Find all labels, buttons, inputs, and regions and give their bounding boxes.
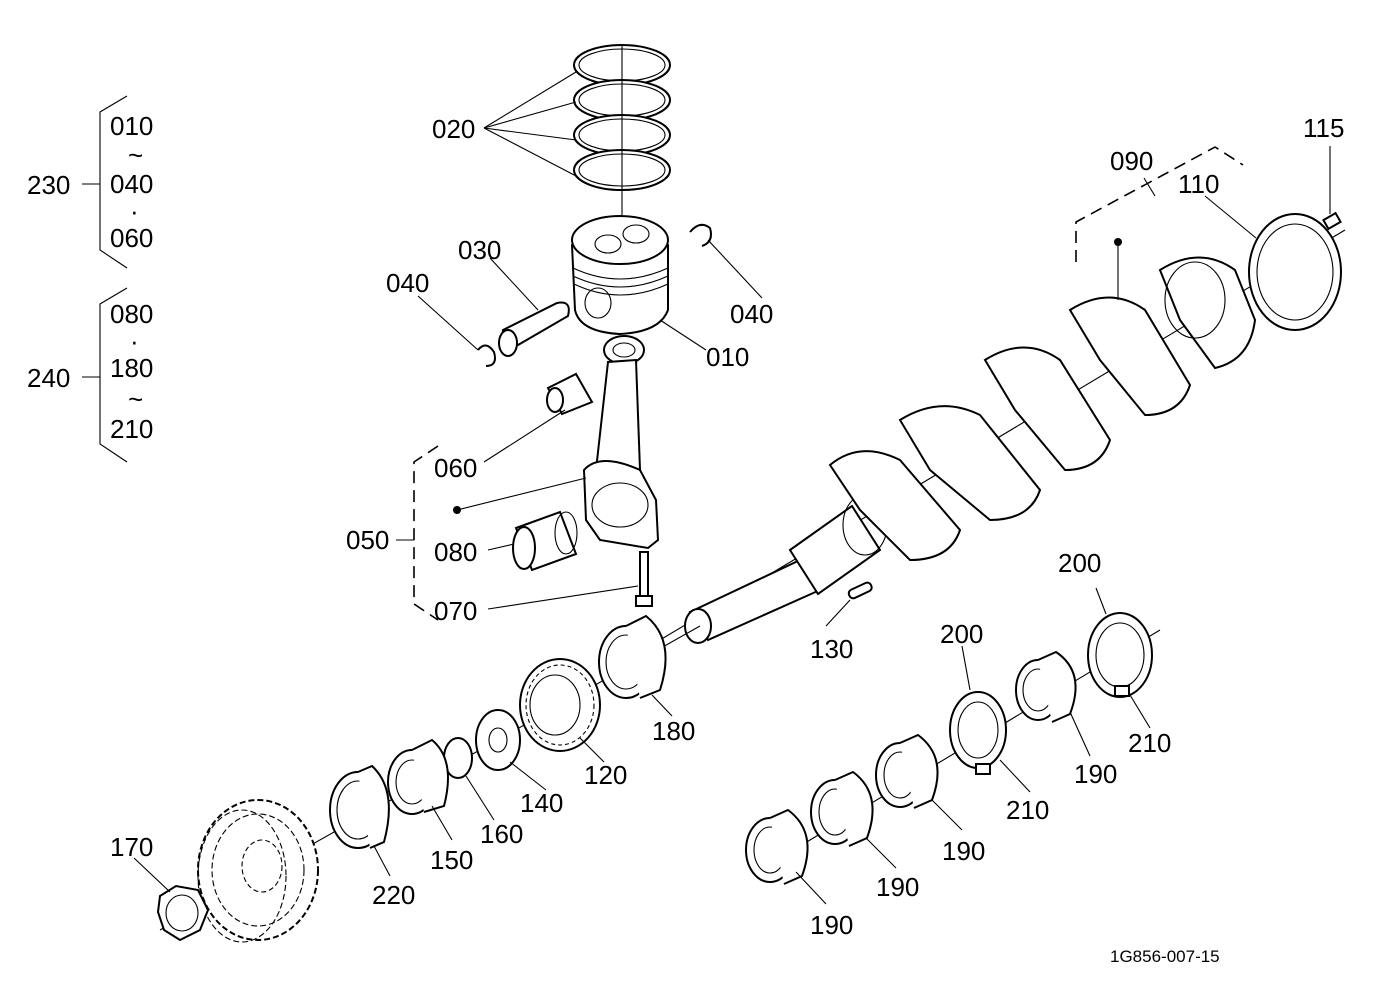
label-070: 070 (434, 596, 477, 626)
label-170: 170 (110, 832, 153, 862)
label-040-right: 040 (730, 299, 773, 329)
label-210-right: 210 (1128, 728, 1171, 758)
crankshaft (659, 229, 1346, 644)
label-190-b: 190 (876, 872, 919, 902)
group-240-item: · (130, 326, 139, 356)
label-150: 150 (430, 845, 473, 875)
thrust-washer-upper (1087, 612, 1153, 698)
piston-rings (573, 44, 671, 215)
main-bearing-a (745, 808, 809, 885)
group-240-item: 180 (110, 353, 153, 383)
label-030: 030 (458, 235, 501, 265)
group-240-item: 080 (110, 299, 153, 329)
label-040-left: 040 (386, 268, 429, 298)
main-bearing-d (1015, 650, 1077, 723)
group-230-item: ~ (128, 140, 143, 170)
bracket-050 (413, 445, 439, 621)
drawing-id: 1G856-007-15 (1110, 947, 1220, 966)
circlip-left (477, 344, 496, 367)
bracket-240 (99, 287, 128, 463)
group-240-item: 210 (110, 414, 153, 444)
leader-020 (483, 71, 579, 178)
label-050: 050 (346, 525, 389, 555)
label-190-d: 190 (1074, 759, 1117, 789)
label-010: 010 (706, 342, 749, 372)
key-130 (847, 581, 873, 600)
seal-220 (329, 764, 390, 849)
connecting-rod (582, 335, 660, 550)
pulley (197, 799, 319, 943)
bushing-060 (546, 372, 594, 416)
rod-bolt-070 (635, 551, 653, 607)
piston (570, 215, 669, 336)
label-220: 220 (372, 880, 415, 910)
label-160: 160 (480, 819, 523, 849)
label-180: 180 (652, 716, 695, 746)
pin-115 (1322, 211, 1342, 231)
thrust-washer-lower (949, 691, 1007, 775)
bearing-180 (598, 614, 667, 699)
main-bearing-b (810, 770, 874, 847)
label-090: 090 (1110, 146, 1153, 176)
group-230-label: 230 (27, 170, 70, 200)
label-020: 020 (432, 114, 475, 144)
label-110: 110 (1178, 169, 1219, 199)
piston-pin (498, 301, 570, 357)
label-210-left: 210 (1006, 795, 1049, 825)
group-230-item: 060 (110, 223, 153, 253)
label-080: 080 (434, 537, 477, 567)
collar-150 (387, 738, 449, 815)
label-200-right: 200 (1058, 548, 1101, 578)
gear-120 (519, 658, 601, 752)
group-240-label: 240 (27, 363, 70, 393)
rod-bearing-080 (512, 510, 578, 572)
bracket-090 (1075, 146, 1244, 262)
label-115: 115 (1303, 113, 1344, 143)
group-230-item: · (130, 196, 139, 226)
label-200-left: 200 (940, 619, 983, 649)
group-240-item: ~ (128, 384, 143, 414)
bracket-230 (99, 95, 128, 269)
main-bearing-c (875, 733, 939, 809)
label-060: 060 (434, 453, 477, 483)
group-230-item: 040 (110, 169, 153, 199)
group-240: 240 080 · 180 ~ 210 (27, 287, 153, 463)
label-120: 120 (584, 760, 627, 790)
nut-170 (156, 884, 210, 942)
crank-pin-bushing-110 (1248, 213, 1342, 331)
circlip-right (689, 223, 712, 247)
label-190-c: 190 (942, 836, 985, 866)
label-130: 130 (810, 634, 853, 664)
label-190-a: 190 (810, 910, 853, 940)
washer-140 (475, 709, 521, 771)
group-230: 230 010 ~ 040 · 060 (27, 95, 153, 269)
group-230-item: 010 (110, 111, 153, 141)
label-140: 140 (520, 788, 563, 818)
